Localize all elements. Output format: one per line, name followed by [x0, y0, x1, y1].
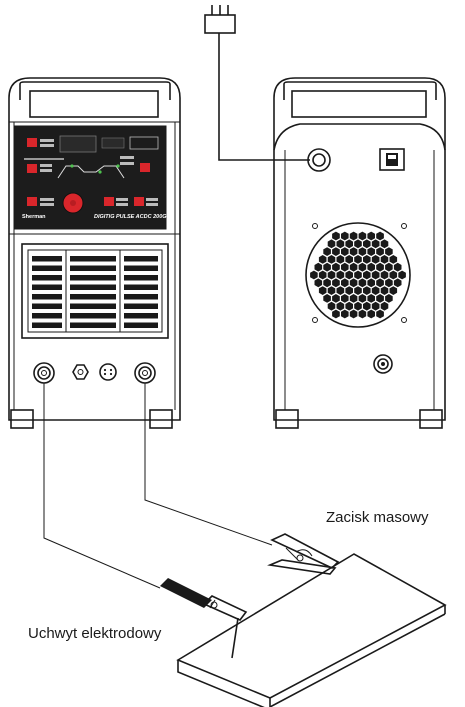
ground-terminal: [373, 354, 393, 374]
brand-label: Sherman: [22, 214, 46, 220]
workpiece-plate: [176, 553, 447, 707]
welder-front-view: Sherman DIGITIG PULSE ACDC 200GD: [8, 77, 181, 429]
panel-button: [27, 197, 37, 206]
output-socket-left: [33, 362, 55, 384]
electrode-cable: [43, 383, 161, 589]
panel-button: [27, 138, 37, 147]
model-label: DIGITIG PULSE ACDC 200GD: [94, 214, 171, 220]
cooling-fan-grille: [305, 222, 411, 328]
power-switch: [379, 148, 405, 171]
digital-display: [59, 135, 97, 153]
ground-clamp-icon: [267, 533, 340, 575]
power-cable-gland: [307, 148, 331, 172]
panel-button: [104, 197, 114, 206]
gas-connector: [72, 364, 89, 380]
power-plug: [204, 5, 236, 34]
electrode-holder-label: Uchwyt elektrodowy: [28, 625, 162, 642]
control-panel: Sherman DIGITIG PULSE ACDC 200GD: [13, 125, 171, 230]
panel-button: [134, 197, 144, 206]
control-connector: [99, 363, 117, 381]
power-cord: [218, 33, 310, 161]
ground-clamp-label: Zacisk masowy: [326, 509, 429, 526]
electrode-holder-icon: [160, 578, 248, 659]
panel-button: [27, 164, 37, 173]
panel-button: [140, 163, 150, 172]
ground-cable: [144, 383, 273, 546]
welder-back-view: [273, 77, 446, 429]
front-vent-grille: [21, 243, 169, 339]
output-socket-right: [134, 362, 156, 384]
